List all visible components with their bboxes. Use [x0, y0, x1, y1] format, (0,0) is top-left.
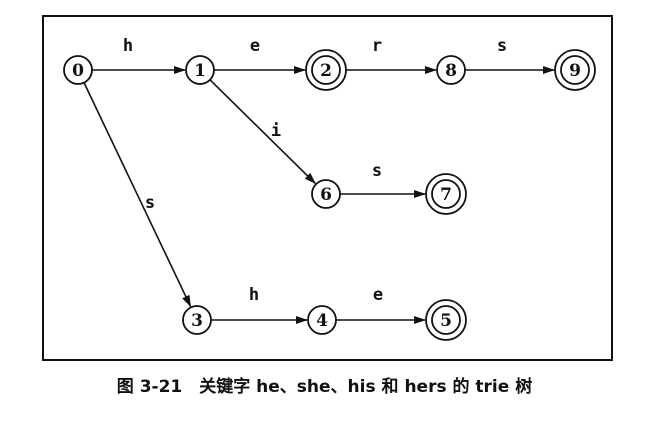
- state-circle-6: [311, 179, 341, 209]
- accepting-ring-9: [554, 49, 596, 91]
- edge-1-6: [209, 79, 317, 185]
- state-node-9: 9: [554, 49, 596, 91]
- edge-label-1-2: e: [250, 36, 260, 56]
- edge-label-6-7: s: [372, 161, 382, 181]
- state-node-8: 8: [436, 55, 466, 85]
- state-node-7: 7: [425, 173, 467, 215]
- state-circle-5: [431, 305, 461, 335]
- state-node-3: 3: [182, 305, 212, 335]
- edge-label-2-8: r: [372, 36, 382, 56]
- state-node-6: 6: [311, 179, 341, 209]
- state-label-2: 2: [320, 61, 332, 81]
- state-label-9: 9: [569, 61, 581, 81]
- state-node-5: 5: [425, 299, 467, 341]
- nodes-layer: 0 1 2 8 9 6 7 3 4 5: [63, 49, 596, 341]
- diagram-frame: [42, 15, 613, 361]
- state-label-1: 1: [194, 61, 206, 81]
- state-label-0: 0: [72, 61, 84, 81]
- state-label-4: 4: [316, 311, 328, 331]
- state-node-1: 1: [185, 55, 215, 85]
- state-circle-9: [560, 55, 590, 85]
- state-circle-3: [182, 305, 212, 335]
- state-circle-8: [436, 55, 466, 85]
- state-label-8: 8: [445, 61, 457, 81]
- edge-label-0-3: s: [145, 193, 155, 213]
- edge-label-0-1: h: [123, 36, 133, 56]
- edges-layer: h e r s i s s h e: [83, 36, 555, 324]
- state-label-6: 6: [320, 185, 332, 205]
- edge-label-4-5: e: [373, 285, 383, 305]
- state-circle-0: [63, 55, 93, 85]
- accepting-ring-2: [305, 49, 347, 91]
- accepting-ring-7: [425, 173, 467, 215]
- state-circle-2: [311, 55, 341, 85]
- edge-label-1-6: i: [271, 121, 281, 141]
- edge-label-8-9: s: [497, 36, 507, 56]
- state-node-0: 0: [63, 55, 93, 85]
- state-circle-4: [307, 305, 337, 335]
- state-node-2: 2: [305, 49, 347, 91]
- accepting-ring-5: [425, 299, 467, 341]
- state-circle-7: [431, 179, 461, 209]
- figure-caption: 图 3-21 关键字 he、she、his 和 hers 的 trie 树: [116, 377, 533, 397]
- state-label-7: 7: [440, 185, 452, 205]
- state-label-3: 3: [191, 311, 203, 331]
- state-label-5: 5: [440, 311, 452, 331]
- state-circle-1: [185, 55, 215, 85]
- edge-0-3: [83, 82, 192, 308]
- edge-label-3-4: h: [249, 285, 259, 305]
- state-node-4: 4: [307, 305, 337, 335]
